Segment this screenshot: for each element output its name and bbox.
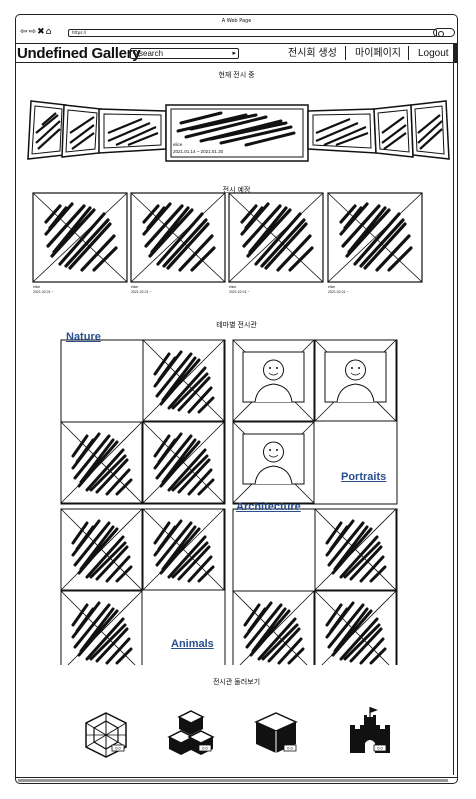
theme-block-nature[interactable]	[59, 338, 226, 505]
browse-section-title: 전시관 둘러보기	[212, 679, 261, 686]
search-go-icon[interactable]	[433, 28, 455, 37]
carousel-panel-right-3[interactable]	[410, 100, 450, 160]
carousel-featured-artwork[interactable]	[165, 104, 309, 162]
theme-block-animals[interactable]	[59, 507, 226, 665]
nav-logout[interactable]: Logout	[418, 48, 449, 59]
carousel-panel-right-1[interactable]	[307, 108, 377, 154]
featured-dates: 2021.01.14 ~ 2021.01.30	[173, 149, 224, 154]
featured-author: elice	[173, 142, 183, 147]
themes-grid	[59, 338, 398, 665]
themes-section-title: 테마별 전시관	[216, 322, 257, 329]
nav-divider	[345, 46, 346, 60]
horizontal-scrollbar[interactable]	[16, 777, 457, 783]
site-logo[interactable]: Undefined Gallery	[17, 45, 141, 62]
search-box[interactable]: ▸	[130, 48, 239, 59]
cubes-icon[interactable]	[167, 710, 215, 755]
upcoming-author: elice	[131, 285, 139, 289]
browse-badge: 0.0	[283, 744, 297, 752]
theme-block-portraits[interactable]	[232, 339, 398, 505]
upcoming-date: 2021.02.01 ~	[229, 290, 250, 294]
browser-window: A Web Page ⇦⇨✖⌂ https:// Undefined Galle…	[15, 14, 458, 784]
site-header: Undefined Gallery ▸ 전시회 생성 마이페이지 Logout	[16, 43, 457, 63]
upcoming-thumbnail[interactable]	[32, 192, 128, 283]
upcoming-author: elice	[229, 285, 237, 289]
theme-label-nature[interactable]: Nature	[66, 331, 101, 343]
theme-block-architecture[interactable]	[231, 507, 398, 665]
theme-label-architecture[interactable]: Architecture	[236, 501, 301, 513]
nav-divider	[408, 46, 409, 60]
browse-icons-row: 0.0 0.0 0.0 0.0	[85, 707, 390, 758]
window-title: A Web Page	[221, 18, 252, 24]
browse-badge: 0.0	[373, 744, 387, 752]
upcoming-thumbnail[interactable]	[130, 192, 226, 283]
browser-nav-icons[interactable]: ⇦⇨✖⌂	[20, 27, 53, 37]
upcoming-date: 2021.02.01 ~	[131, 290, 152, 294]
dropdown-caret-icon[interactable]: ▸	[232, 50, 236, 57]
browse-badge-label: 0.0	[377, 746, 383, 751]
search-icon	[133, 50, 138, 55]
upcoming-thumbnail[interactable]	[327, 192, 423, 283]
current-carousel	[27, 100, 450, 162]
nav-create-exhibition[interactable]: 전시회 생성	[288, 48, 337, 59]
browse-badge: 0.0	[111, 744, 125, 752]
carousel-panel-left-1[interactable]	[27, 100, 67, 160]
theme-label-portraits[interactable]: Portraits	[341, 471, 387, 483]
carousel-panel-left-3[interactable]	[98, 108, 167, 154]
upcoming-author: elice	[328, 285, 336, 289]
carousel-panel-right-2[interactable]	[373, 104, 414, 158]
url-bar[interactable]: https://	[68, 29, 437, 37]
vertical-scrollbar[interactable]	[453, 43, 457, 775]
upcoming-section-title: 전시 예정	[222, 187, 251, 194]
upcoming-date: 2021.02.01 ~	[328, 290, 349, 294]
upcoming-date: 2021.02.01 ~	[33, 290, 54, 294]
nav-mypage[interactable]: 마이페이지	[355, 48, 401, 59]
upcoming-thumbnail[interactable]	[228, 192, 324, 283]
vertical-scrollbar-thumb[interactable]	[453, 43, 457, 63]
browse-badge-label: 0.0	[115, 746, 121, 751]
browse-badge: 0.0	[198, 744, 212, 752]
browse-badge-label: 0.0	[202, 746, 208, 751]
current-section-title: 현재 전시 중	[218, 72, 255, 79]
theme-label-animals[interactable]: Animals	[171, 638, 214, 650]
carousel-panel-left-2[interactable]	[61, 104, 102, 158]
search-input[interactable]	[139, 49, 229, 58]
horizontal-scrollbar-thumb[interactable]	[18, 779, 448, 782]
browse-badge-label: 0.0	[287, 746, 293, 751]
upcoming-author: elice	[33, 285, 41, 289]
